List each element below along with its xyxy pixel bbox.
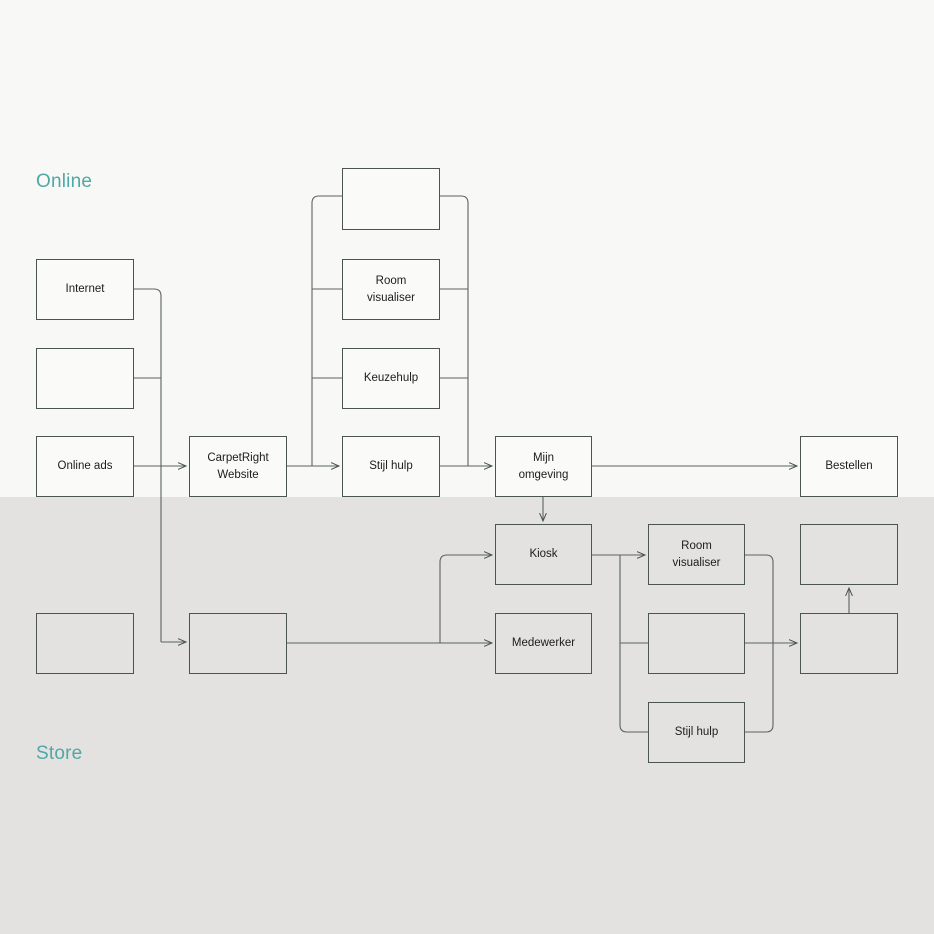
node-label: Internet xyxy=(65,283,105,296)
node-store-empty-top-right[interactable] xyxy=(800,524,898,585)
node-label: Room visualiser xyxy=(672,539,721,569)
node-internet[interactable]: Internet xyxy=(36,259,134,320)
node-label: Mijn omgeving xyxy=(518,451,569,481)
node-room-visualiser-online[interactable]: Room visualiser xyxy=(342,259,440,320)
node-label: Online ads xyxy=(57,460,113,473)
node-keuzehulp[interactable]: Keuzehulp xyxy=(342,348,440,409)
node-label: Stijl hulp xyxy=(369,460,413,473)
node-online-empty-1[interactable] xyxy=(36,348,134,409)
node-label: Bestellen xyxy=(825,460,873,473)
node-label: Medewerker xyxy=(511,637,576,650)
node-label: CarpetRight Website xyxy=(207,451,269,481)
band-label-online: Online xyxy=(36,171,93,192)
band-online xyxy=(0,0,934,497)
band-label-store: Store xyxy=(36,743,83,764)
node-store-empty-r2[interactable] xyxy=(648,613,745,674)
node-online-ads[interactable]: Online ads xyxy=(36,436,134,497)
node-online-empty-2[interactable] xyxy=(342,168,440,230)
node-store-empty-mid[interactable] xyxy=(189,613,287,674)
node-label: Kiosk xyxy=(529,548,558,561)
node-room-visualiser-store[interactable]: Room visualiser xyxy=(648,524,745,585)
node-mijn-omgeving[interactable]: Mijn omgeving xyxy=(495,436,592,497)
node-carpetright-website[interactable]: CarpetRight Website xyxy=(189,436,287,497)
node-label: Stijl hulp xyxy=(674,726,719,739)
node-kiosk[interactable]: Kiosk xyxy=(495,524,592,585)
node-store-empty-left[interactable] xyxy=(36,613,134,674)
node-label: Room visualiser xyxy=(367,274,415,304)
node-store-empty-bot-right[interactable] xyxy=(800,613,898,674)
node-medewerker[interactable]: Medewerker xyxy=(495,613,592,674)
band-store xyxy=(0,497,934,934)
node-label: Keuzehulp xyxy=(363,372,419,385)
node-stijl-hulp-store[interactable]: Stijl hulp xyxy=(648,702,745,763)
node-stijl-hulp-online[interactable]: Stijl hulp xyxy=(342,436,440,497)
node-bestellen[interactable]: Bestellen xyxy=(800,436,898,497)
